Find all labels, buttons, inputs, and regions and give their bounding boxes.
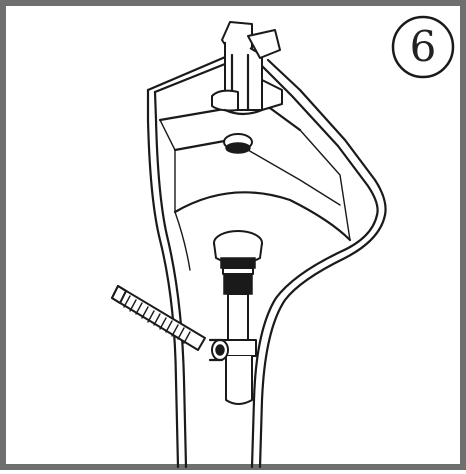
pop-up-drain-icon (213, 230, 263, 341)
flexible-hose-icon (111, 285, 206, 351)
faucet-icon (211, 21, 283, 116)
pedestal-icon (146, 53, 387, 469)
p-trap-icon (208, 338, 257, 405)
step-number: 6 (409, 22, 437, 71)
basin-drain-icon (223, 133, 253, 154)
step-badge-icon (391, 15, 455, 79)
